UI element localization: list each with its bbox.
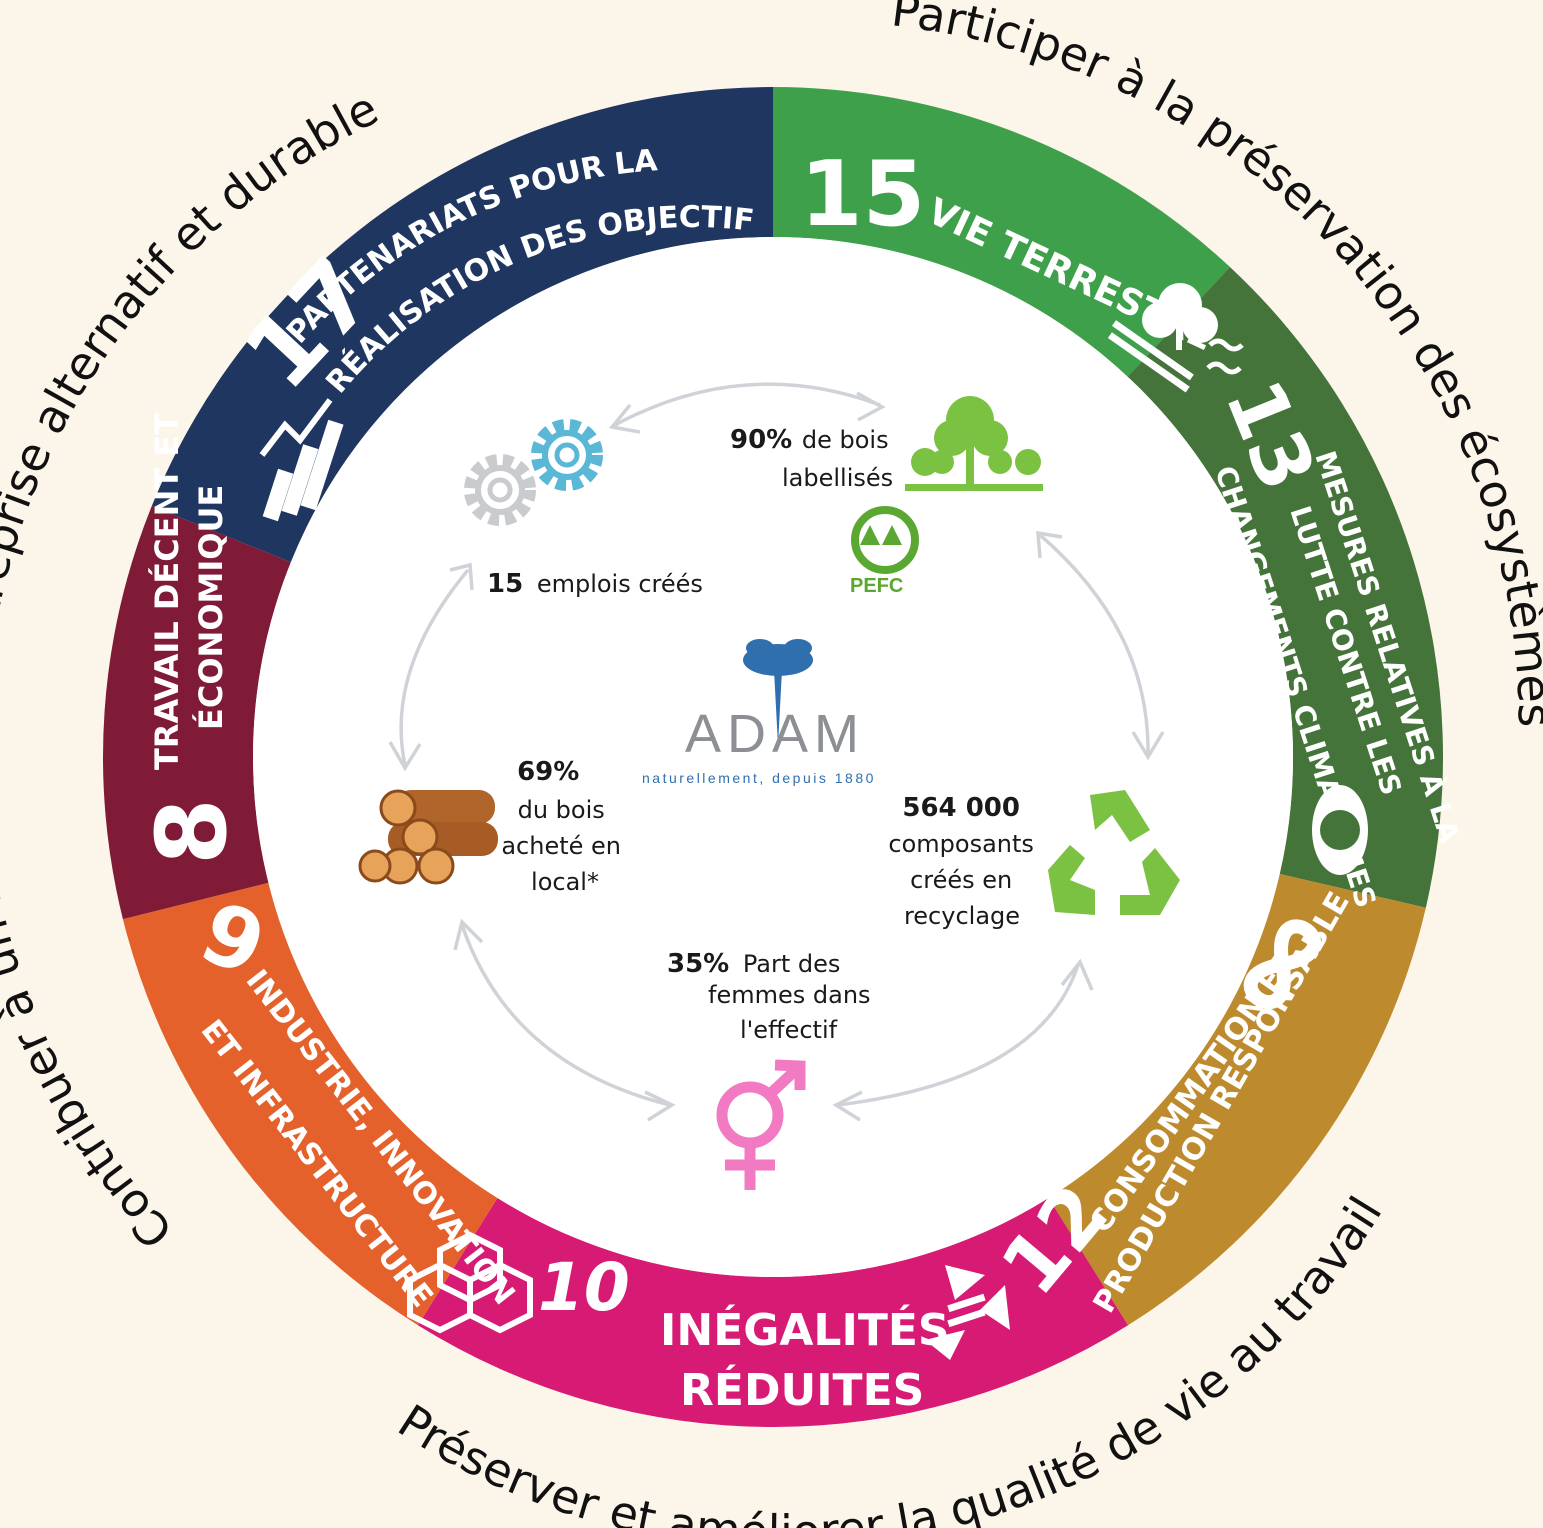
recycle-icon — [1048, 790, 1180, 915]
segment-8-line2: ÉCONOMIQUE — [192, 485, 230, 730]
segment-15 — [773, 87, 1230, 377]
pefc-logo: PEFC — [838, 500, 934, 597]
segment-8 — [103, 506, 291, 920]
stat-women-line1: Part des — [743, 950, 841, 978]
segment-12 — [1048, 873, 1426, 1326]
stat-wood-line1: de bois — [802, 426, 889, 454]
stat-jobs-text: emplois créés — [537, 570, 703, 598]
stat-wood-labelled: 90% de bois labellisés — [730, 425, 896, 492]
stat-local-line2: acheté en — [501, 832, 621, 860]
infinity-icon — [1243, 919, 1322, 1010]
segment-9 — [122, 882, 498, 1326]
stat-recycled-line2: créés en — [910, 866, 1012, 894]
adam-logo: ADAM naturellement, depuis 1880 — [642, 639, 876, 786]
stat-recycled: 564 000 composants créés en recyclage — [888, 793, 1041, 930]
segment-10 — [417, 1197, 1129, 1428]
arrow-right — [1038, 533, 1150, 756]
stat-recycled-line3: recyclage — [904, 902, 1020, 930]
tree-land-icon — [1107, 283, 1244, 393]
segment-17 — [151, 87, 774, 563]
stat-local-line3: local* — [531, 868, 599, 896]
segment-10-line1: INÉGALITÉS — [660, 1303, 950, 1356]
segment-8-label: 8 TRAVAIL DÉCENT ET ÉCONOMIQUE — [136, 398, 344, 865]
segment-10-label: 10 INÉGALITÉS RÉDUITES — [538, 1249, 1010, 1416]
stat-women-line2: femmes dans — [708, 981, 871, 1009]
arrow-top — [614, 382, 881, 427]
arrow-bottom-left — [460, 924, 671, 1107]
connector-arrows — [388, 382, 1165, 1122]
stat-wood-line2: labellisés — [782, 464, 893, 492]
tree-logo-icon — [743, 639, 813, 745]
sdg-ring — [103, 87, 1443, 1428]
arrow-bottom-right — [837, 964, 1080, 1107]
logs-icon — [358, 789, 498, 885]
arrow-left — [399, 568, 470, 766]
segment-15-number: 15 — [800, 142, 925, 247]
stat-recycled-value: 564 000 — [902, 793, 1020, 823]
segment-10-line2: RÉDUITES — [680, 1363, 924, 1416]
adam-logo-name: ADAM — [685, 704, 865, 764]
cubes-icon — [407, 1231, 533, 1334]
adam-logo-tagline: naturellement, depuis 1880 — [642, 770, 876, 786]
stat-women: 35% Part des femmes dans l'effectif — [667, 949, 878, 1044]
segment-10-number: 10 — [538, 1249, 630, 1326]
pefc-label: PEFC — [850, 575, 903, 597]
stat-women-line3: l'effectif — [740, 1016, 838, 1044]
stat-local-value: 69% — [517, 757, 579, 787]
stat-local-line1: du bois — [518, 796, 605, 824]
stat-jobs: 15 emplois créés — [487, 569, 703, 599]
segment-8-line1: TRAVAIL DÉCENT ET — [148, 413, 186, 770]
eye-globe-icon — [1312, 785, 1368, 875]
segment-8-number: 8 — [136, 798, 248, 865]
gears-icon — [464, 419, 603, 526]
stat-jobs-value: 15 — [487, 569, 523, 599]
equality-arrows-icon — [925, 1265, 1010, 1360]
segment-13 — [1127, 266, 1443, 908]
stat-women-value: 35% — [667, 949, 729, 979]
stat-recycled-line1: composants — [888, 830, 1034, 858]
stat-local-wood: 69% du bois acheté en local* — [501, 757, 628, 896]
gender-icon — [716, 1059, 806, 1190]
forest-icon — [905, 396, 1043, 491]
growth-chart-icon — [259, 398, 344, 522]
stat-wood-value: 90% — [730, 425, 792, 455]
